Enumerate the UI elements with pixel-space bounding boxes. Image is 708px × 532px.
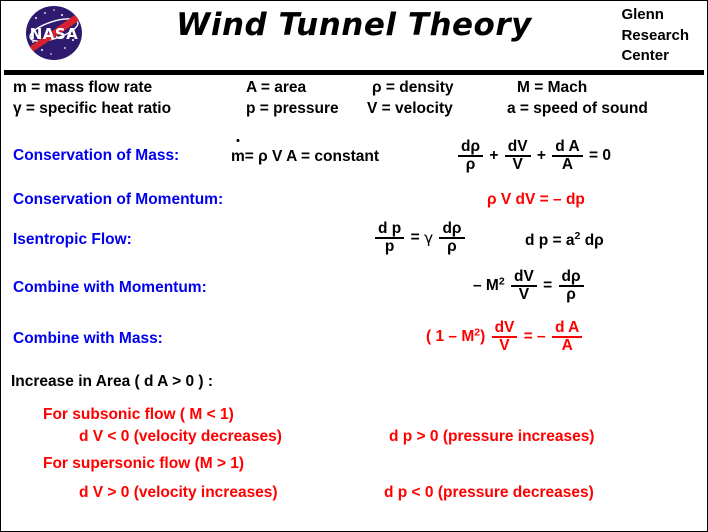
center-name-line3: Center xyxy=(621,47,669,65)
equals-zero: = 0 xyxy=(588,147,611,165)
close-paren: ) xyxy=(480,328,486,346)
conclusion-case-supersonic-pressure: d p < 0 (pressure decreases) xyxy=(384,484,594,501)
fraction-denominator: A xyxy=(552,155,583,173)
equation-mass-primary-text: = ρ V A = constant xyxy=(244,148,379,165)
fraction-denominator: V xyxy=(511,285,537,303)
equation-label-conservation-momentum: Conservation of Momentum: xyxy=(13,191,224,208)
combine-mass-lead: ( 1 – M xyxy=(426,328,475,346)
fraction-denominator: ρ xyxy=(439,237,465,255)
equals-operator: = xyxy=(410,229,420,247)
equation-mass-primary: m= ρ V A = constant xyxy=(231,139,379,166)
equation-label-combine-momentum: Combine with Momentum: xyxy=(13,279,207,296)
plus-operator: + xyxy=(489,147,499,165)
equation-isentropic-secondary: d p = a2 dρ xyxy=(525,230,604,250)
equation-label-isentropic-flow: Isentropic Flow: xyxy=(13,231,132,248)
conclusion-case-supersonic-condition: For supersonic flow (M > 1) xyxy=(43,455,245,472)
equation-isentropic-primary: d p p = γ dρ ρ xyxy=(373,220,467,256)
fraction-dA-over-A: d A A xyxy=(552,138,583,174)
fraction-denominator: V xyxy=(504,155,531,173)
fraction-drho-over-rho: dρ ρ xyxy=(458,138,484,174)
nomenclature-item-speed-of-sound: a = speed of sound xyxy=(507,100,648,117)
fraction-numerator: dV xyxy=(507,138,528,155)
nasa-center-name: Glenn Research Center xyxy=(621,5,689,67)
fraction-dV-over-V: dV V xyxy=(491,319,518,355)
conclusion-case-subsonic-velocity: d V < 0 (velocity decreases) xyxy=(79,428,282,445)
slide-header: NASA Wind Tunnel Theory Glenn Research C… xyxy=(1,1,707,69)
fraction-denominator: p xyxy=(375,237,405,255)
center-name-line1: Glenn xyxy=(621,6,664,23)
nomenclature-item-gamma: γ = specific heat ratio xyxy=(13,100,172,117)
neg-mach-lead: – M xyxy=(473,277,499,295)
equation-combine-momentum-primary: – M2 dV V = dρ ρ xyxy=(473,268,586,304)
nasa-logo-icon: NASA xyxy=(18,4,90,62)
svg-text:NASA: NASA xyxy=(30,25,79,43)
exponent-2: 2 xyxy=(574,230,581,242)
nomenclature-item-density: ρ = density xyxy=(372,79,454,96)
conclusion-heading: Increase in Area ( d A > 0 ) : xyxy=(11,373,213,390)
conclusion-case-subsonic-pressure: d p > 0 (pressure increases) xyxy=(389,428,595,445)
nomenclature-block: m = mass flow rate A = area ρ = density … xyxy=(1,70,707,121)
fraction-drho-over-rho: dρ ρ xyxy=(558,268,584,304)
mdot-symbol: m xyxy=(13,70,27,97)
fraction-numerator: d A xyxy=(555,138,580,155)
fraction-numerator: dρ xyxy=(561,268,581,285)
nomenclature-row: m = mass flow rate A = area ρ = density … xyxy=(1,70,707,100)
fraction-numerator: dρ xyxy=(442,220,462,237)
plus-operator: + xyxy=(536,147,546,165)
fraction-numerator: d A xyxy=(554,319,580,336)
conclusion-case-subsonic-condition: For subsonic flow ( M < 1) xyxy=(43,406,234,423)
fraction-denominator: ρ xyxy=(558,285,584,303)
equation-combine-mass-primary: ( 1 – M2) dV V = – d A A xyxy=(426,319,584,355)
fraction-dA-over-A: d A A xyxy=(551,319,583,355)
fraction-numerator: dV xyxy=(514,268,534,285)
nomenclature-mdot-text: = mass flow rate xyxy=(26,79,153,96)
nomenclature-item-mach: M = Mach xyxy=(517,79,588,96)
page-title: Wind Tunnel Theory xyxy=(176,7,532,43)
mdot-symbol: m xyxy=(231,139,245,166)
isentropic-secondary-lead: d p = a xyxy=(525,232,575,250)
isentropic-secondary-drho: dρ xyxy=(584,232,604,250)
nomenclature-item-area: A = area xyxy=(246,79,307,96)
fraction-dV-over-V: dV V xyxy=(504,138,531,174)
nomenclature-row: γ = specific heat ratio p = pressure V =… xyxy=(1,100,707,121)
exponent-2: 2 xyxy=(474,326,481,339)
fraction-denominator: V xyxy=(491,336,518,354)
exponent-2: 2 xyxy=(498,275,505,288)
fraction-numerator: dρ xyxy=(461,138,481,155)
fraction-dV-over-V: dV V xyxy=(511,268,537,304)
fraction-denominator: A xyxy=(551,336,583,354)
equals-operator: = xyxy=(543,277,553,295)
gamma-symbol: γ xyxy=(423,229,434,248)
header-divider xyxy=(4,70,704,75)
nomenclature-item-mdot: m = mass flow rate xyxy=(13,70,153,97)
fraction-denominator: ρ xyxy=(458,155,484,173)
conclusion-case-supersonic-velocity: d V > 0 (velocity increases) xyxy=(79,484,278,501)
fraction-dp-over-p: d p p xyxy=(375,220,405,256)
equation-momentum-primary: ρ V dV = – dp xyxy=(487,191,585,208)
equation-mass-secondary: dρ ρ + dV V + d A A = 0 xyxy=(456,138,611,174)
equation-label-conservation-mass: Conservation of Mass: xyxy=(13,147,180,164)
equation-label-combine-mass: Combine with Mass: xyxy=(13,330,163,347)
equals-negative: = – xyxy=(523,328,546,346)
fraction-numerator: dV xyxy=(494,319,515,336)
fraction-numerator: d p xyxy=(378,220,402,237)
fraction-drho-over-rho: dρ ρ xyxy=(439,220,465,256)
nomenclature-item-velocity: V = velocity xyxy=(367,100,453,117)
nomenclature-item-pressure: p = pressure xyxy=(246,100,339,117)
center-name-line2: Research xyxy=(621,26,689,44)
